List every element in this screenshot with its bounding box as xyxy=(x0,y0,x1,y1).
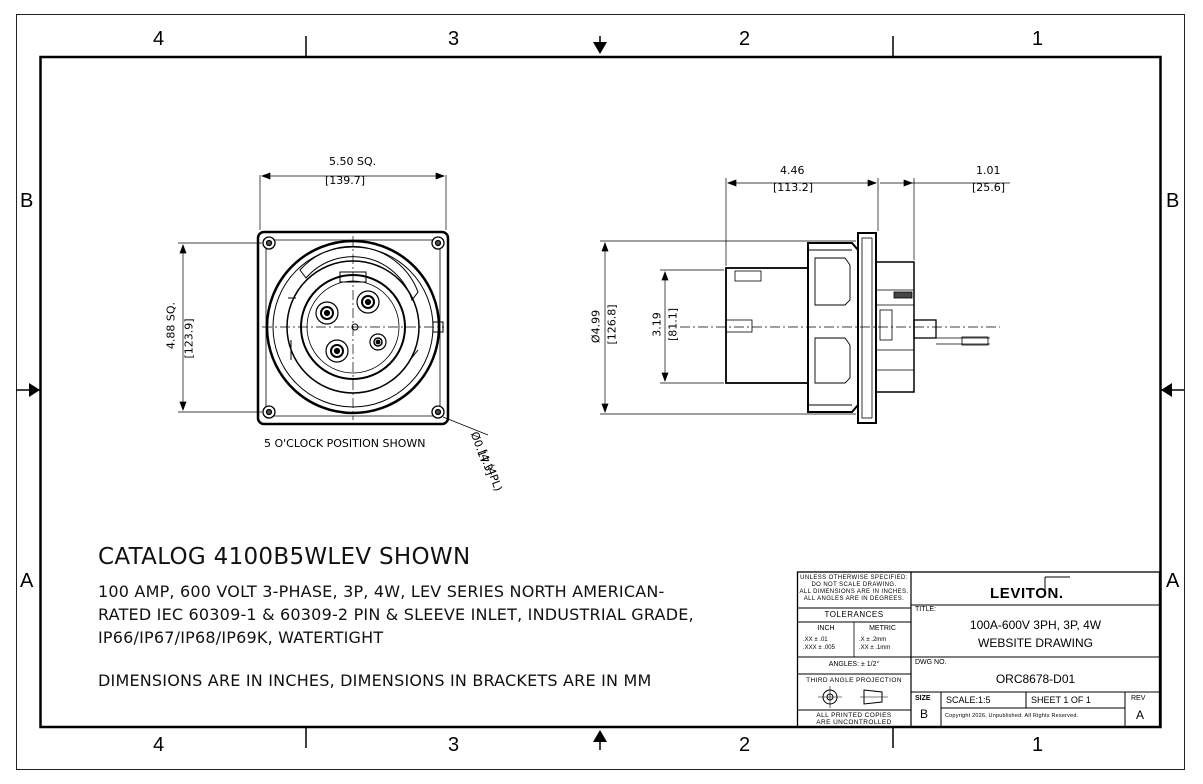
front-height-dim-mm: [123.9] xyxy=(182,318,196,359)
tb-printed-2: ARE UNCONTROLLED xyxy=(816,719,892,726)
front-flange xyxy=(256,230,450,426)
tb-no-scale: DO NOT SCALE DRAWING. xyxy=(811,582,897,588)
tb-metric-row-2: .XX ± .1mm xyxy=(859,645,891,651)
description-line-2: RATED IEC 60309-1 & 60309-2 PIN & SLEEVE… xyxy=(98,605,694,624)
position-note: 5 O'CLOCK POSITION SHOWN xyxy=(264,437,426,450)
zone-bottom-4: 4 xyxy=(153,734,165,756)
tb-all-dims: ALL DIMENSIONS ARE IN INCHES. xyxy=(799,589,909,595)
tb-size: B xyxy=(920,707,929,721)
length-dim-mm: [113.2] xyxy=(773,181,814,194)
tb-metric: METRIC xyxy=(869,625,896,632)
tb-title-line-1: 100A-600V 3PH, 3P, 4W xyxy=(969,618,1102,632)
tb-tolerances: TOLERANCES xyxy=(824,610,884,619)
inner-frame xyxy=(39,55,1162,729)
tb-scale: SCALE:1:5 xyxy=(946,695,991,705)
tb-projection: THIRD ANGLE PROJECTION xyxy=(806,677,902,684)
mounting-flange xyxy=(857,232,877,424)
tb-dwg-label: DWG NO. xyxy=(915,659,947,666)
zone-top-3: 3 xyxy=(448,28,460,50)
zone-bottom-2: 2 xyxy=(739,734,751,756)
tb-metric-row-1: .X ± .2mm xyxy=(859,637,887,643)
zone-top-1: 1 xyxy=(1032,28,1044,50)
tb-angles: ANGLES: ± 1/2° xyxy=(828,661,880,668)
catalog-title: CATALOG 4100B5WLEV SHOWN xyxy=(98,544,471,570)
zone-bottom-1: 1 xyxy=(1032,734,1044,756)
body-dim-mm: [81.1] xyxy=(666,307,680,342)
tb-unless: UNLESS OTHERWISE SPECIFIED: xyxy=(800,575,908,581)
front-view xyxy=(178,172,489,436)
tb-rev: A xyxy=(1136,708,1145,722)
outer-frame xyxy=(16,14,1185,770)
mounting-holes xyxy=(262,236,445,419)
zone-left-a: A xyxy=(20,570,34,592)
tb-sheet: SHEET 1 OF 1 xyxy=(1031,695,1091,705)
title-block-lines xyxy=(796,571,1161,728)
front-height-dim: 4.88 SQ. xyxy=(164,301,178,350)
diameter-dim-mm: [126.8] xyxy=(605,304,619,345)
zone-left-b: B xyxy=(20,190,34,212)
body-dim: 3.19 xyxy=(650,312,664,337)
zone-right-b: B xyxy=(1166,190,1180,212)
zone-top-2: 2 xyxy=(739,28,751,50)
tb-printed-1: ALL PRINTED COPIES xyxy=(816,712,892,719)
tb-dwg-number: ORC8678-D01 xyxy=(995,672,1076,686)
tb-title-label: TITLE: xyxy=(915,606,937,613)
side-view xyxy=(600,178,1010,424)
length-dim: 4.46 xyxy=(780,164,805,177)
inlet-body xyxy=(725,267,809,384)
tb-inch: INCH xyxy=(817,625,835,632)
leviton-logo: LEVITON. xyxy=(990,585,1064,602)
zone-top-4: 4 xyxy=(153,28,165,50)
tb-title-line-2: WEBSITE DRAWING xyxy=(978,636,1093,650)
units-note: DIMENSIONS ARE IN INCHES, DIMENSIONS IN … xyxy=(98,671,652,690)
description-line-1: 100 AMP, 600 VOLT 3-PHASE, 3P, 4W, LEV S… xyxy=(98,582,665,601)
side-dims xyxy=(600,178,1010,415)
tb-rev-label: REV xyxy=(1131,695,1146,702)
centering-arrows xyxy=(29,36,1172,750)
third-angle-symbol xyxy=(818,686,888,708)
tb-inch-row-2: .XXX ± .005 xyxy=(803,645,835,651)
zone-bottom-3: 3 xyxy=(448,734,460,756)
tb-inch-row-1: .XX ± .01 xyxy=(803,637,828,643)
tb-copyright: Copyright 2026, Unpublished. All Rights … xyxy=(945,713,1079,719)
description-line-3: IP66/IP67/IP68/IP69K, WATERTIGHT xyxy=(98,628,384,647)
terminal xyxy=(913,319,937,339)
tb-all-angles: ALL ANGLES ARE IN DEGREES. xyxy=(803,596,905,602)
depth-dim-mm: [25.6] xyxy=(972,181,1006,194)
pins xyxy=(315,290,387,363)
front-dims xyxy=(178,172,489,436)
front-width-dim-mm: [139.7] xyxy=(325,174,366,187)
diameter-dim: Ø4.99 xyxy=(589,309,603,344)
depth-dim: 1.01 xyxy=(976,164,1001,177)
tb-size-label: SIZE xyxy=(915,695,931,702)
zone-right-a: A xyxy=(1166,570,1180,592)
front-width-dim: 5.50 SQ. xyxy=(329,155,377,168)
